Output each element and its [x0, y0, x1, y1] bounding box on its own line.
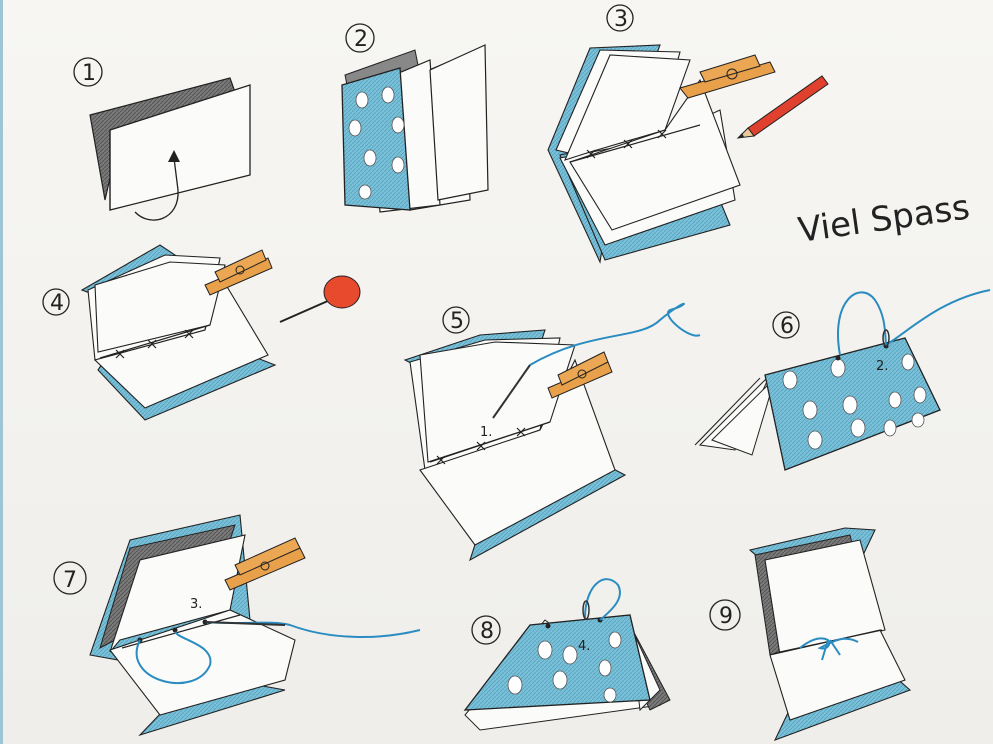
step-4: 4 [43, 245, 360, 420]
thread [585, 579, 620, 620]
step-8: 8 4. [465, 579, 670, 730]
step-8-hole-label: 4. [578, 639, 590, 654]
step-2: 2 [342, 24, 488, 212]
step-9: 9 [710, 528, 910, 740]
awl-icon [280, 276, 360, 322]
step-3-number: 3 [614, 7, 628, 32]
step-6: 6 2. [695, 290, 990, 470]
step-2-blue-cover [342, 68, 410, 210]
step-8-number: 8 [480, 619, 494, 644]
step-1: 1 [74, 58, 250, 220]
step-7-number: 7 [63, 568, 77, 593]
step-6-hole-label: 2. [876, 359, 888, 374]
step-3: 3 [548, 5, 828, 262]
title-text: Viel Spass [796, 187, 972, 251]
step-7-hole-label: 3. [190, 597, 202, 612]
step-4-number: 4 [50, 291, 64, 316]
pencil-icon [738, 76, 828, 138]
step-5: 5 1. [405, 304, 700, 560]
step-6-number: 6 [780, 314, 794, 339]
step-5-hole-label: 1. [480, 425, 492, 440]
step-7: 7 3. [54, 515, 420, 735]
step-5-number: 5 [450, 309, 464, 334]
step-2-number: 2 [354, 27, 368, 52]
step-9-number: 9 [719, 604, 733, 629]
step-1-number: 1 [82, 61, 96, 86]
